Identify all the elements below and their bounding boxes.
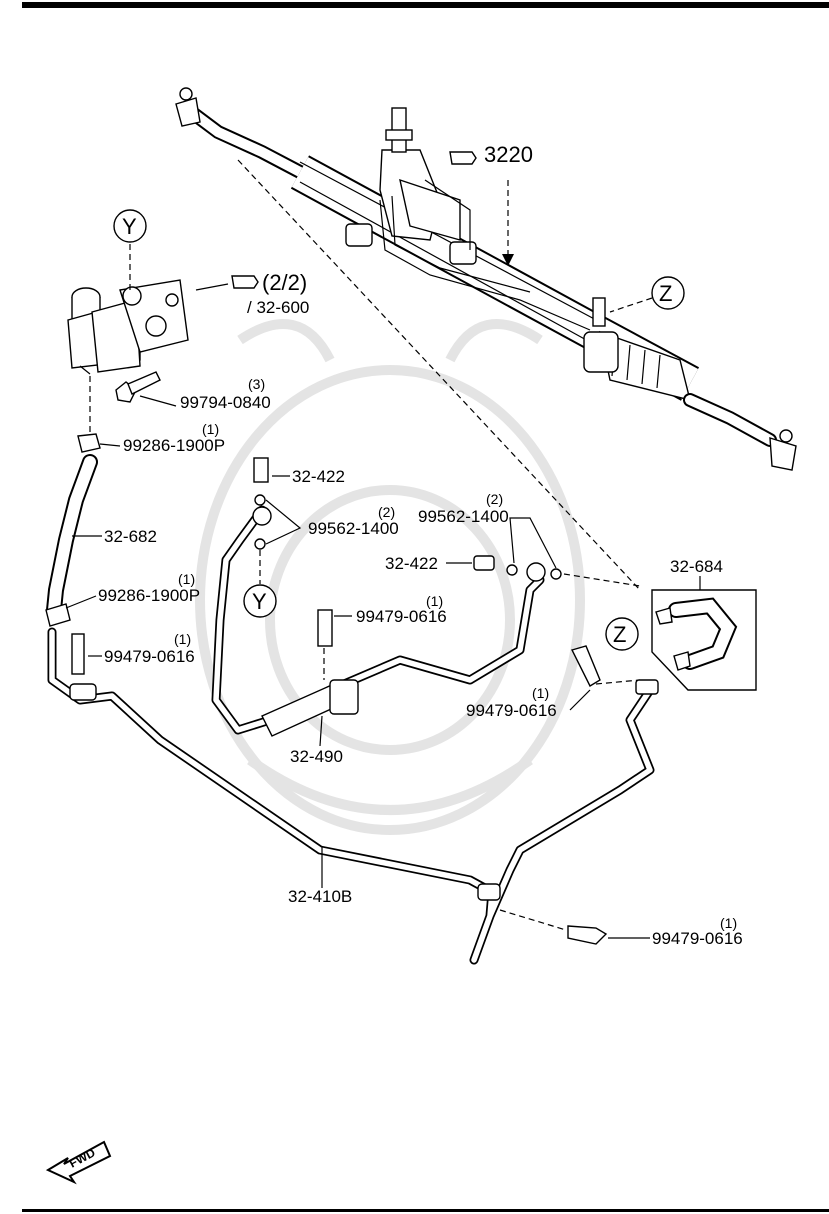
callout-z-top-label: Z bbox=[659, 281, 672, 306]
clamp-bottom bbox=[45, 603, 71, 627]
callout-y-top-label: Y bbox=[122, 214, 137, 239]
guide-line-hose-right bbox=[563, 573, 641, 587]
callout-z-top-icon bbox=[651, 276, 685, 310]
part-32-422-a-label[interactable]: 32-422 bbox=[292, 467, 345, 486]
clamp-32-684-a bbox=[655, 607, 673, 625]
ref-2-2-label[interactable]: (2/2) bbox=[262, 270, 307, 295]
leader-99562-left bbox=[265, 499, 302, 545]
clamp-top bbox=[77, 433, 101, 453]
washer-right-a bbox=[506, 564, 518, 576]
bolt-99479-bottom bbox=[567, 925, 608, 945]
qty-99562-left: (2) bbox=[378, 504, 395, 520]
part-99479-0616-right-label[interactable]: 99479-0616 bbox=[466, 701, 557, 720]
forward-direction-arrow-icon: FWD bbox=[45, 1140, 112, 1185]
part-99286-1900p-top-label[interactable]: 99286-1900P bbox=[123, 436, 225, 455]
bracket-32-490 bbox=[329, 679, 359, 715]
arrow-head-icon bbox=[502, 254, 514, 266]
part-99286-1900p-bottom-label[interactable]: 99286-1900P bbox=[98, 586, 200, 605]
watermark-emblem bbox=[195, 319, 585, 835]
washer-right-b bbox=[550, 568, 562, 580]
steering-gear-assembly bbox=[175, 87, 797, 471]
part-99479-0616-left-label[interactable]: 99479-0616 bbox=[104, 647, 195, 666]
callout-z-bottom-label: Z bbox=[613, 622, 626, 647]
callout-y-bottom-label: Y bbox=[252, 589, 267, 614]
power-steering-pump bbox=[67, 279, 189, 375]
fitting-mid bbox=[477, 883, 501, 901]
part-99562-1400-right-label[interactable]: 99562-1400 bbox=[418, 507, 509, 526]
bolt-99479-mid bbox=[317, 609, 333, 647]
leader-99562-right bbox=[509, 517, 557, 569]
qty-99562-right: (2) bbox=[486, 491, 503, 507]
ref-32-600-label[interactable]: / 32-600 bbox=[247, 298, 309, 317]
ref-3220-label[interactable]: 3220 bbox=[484, 142, 533, 167]
qty-99479-bottom: (1) bbox=[720, 915, 737, 931]
part-32-422-b-label[interactable]: 32-422 bbox=[385, 554, 438, 573]
part-99794-0840-label[interactable]: 99794-0840 bbox=[180, 393, 271, 412]
hand-pointer-icon bbox=[449, 151, 477, 165]
bolt-99479-left bbox=[71, 633, 85, 675]
bottom-border bbox=[22, 1209, 829, 1212]
qty-99479-left: (1) bbox=[174, 631, 191, 647]
union-bolt-32-422-b bbox=[473, 555, 495, 571]
ref-2-2-leader bbox=[195, 283, 229, 291]
callout-y-top-icon bbox=[113, 209, 147, 243]
part-99562-1400-left-label[interactable]: 99562-1400 bbox=[308, 519, 399, 538]
clamp-32-684-b bbox=[673, 651, 691, 671]
bolt-right-guide bbox=[595, 679, 641, 685]
callout-z-top-leader bbox=[609, 297, 653, 313]
qty-99286-bot: (1) bbox=[178, 571, 195, 587]
fitting-right bbox=[635, 679, 659, 695]
banjo-fitting-right bbox=[526, 562, 546, 582]
qty-99479-right: (1) bbox=[532, 685, 549, 701]
union-bolt-32-422-a bbox=[253, 457, 269, 483]
part-32-410b-label[interactable]: 32-410B bbox=[288, 887, 352, 906]
guide-line-rack bbox=[237, 159, 641, 591]
bolt-99794-0840 bbox=[115, 371, 161, 403]
part-32-684-label[interactable]: 32-684 bbox=[670, 557, 723, 576]
qty-99479-mid: (1) bbox=[426, 593, 443, 609]
washer-left-bottom bbox=[254, 538, 266, 550]
fitting-left bbox=[69, 683, 97, 701]
part-99479-0616-bottom-label[interactable]: 99479-0616 bbox=[652, 929, 743, 948]
part-32-682-label[interactable]: 32-682 bbox=[104, 527, 157, 546]
callout-z-bottom-icon bbox=[605, 617, 639, 651]
qty-99286-top: (1) bbox=[202, 421, 219, 437]
bolt-bottom-guide bbox=[499, 909, 567, 931]
callout-y-bottom-icon bbox=[243, 584, 277, 618]
bolt-99479-right bbox=[570, 645, 601, 687]
top-border bbox=[22, 2, 829, 8]
part-99479-0616-mid-label[interactable]: 99479-0616 bbox=[356, 607, 447, 626]
part-32-490-label[interactable]: 32-490 bbox=[290, 747, 343, 766]
washer-left-top bbox=[254, 494, 266, 506]
banjo-fitting-left bbox=[252, 506, 272, 526]
qty-99794-0840: (3) bbox=[248, 376, 265, 392]
hand-pointer-icon bbox=[231, 275, 259, 289]
